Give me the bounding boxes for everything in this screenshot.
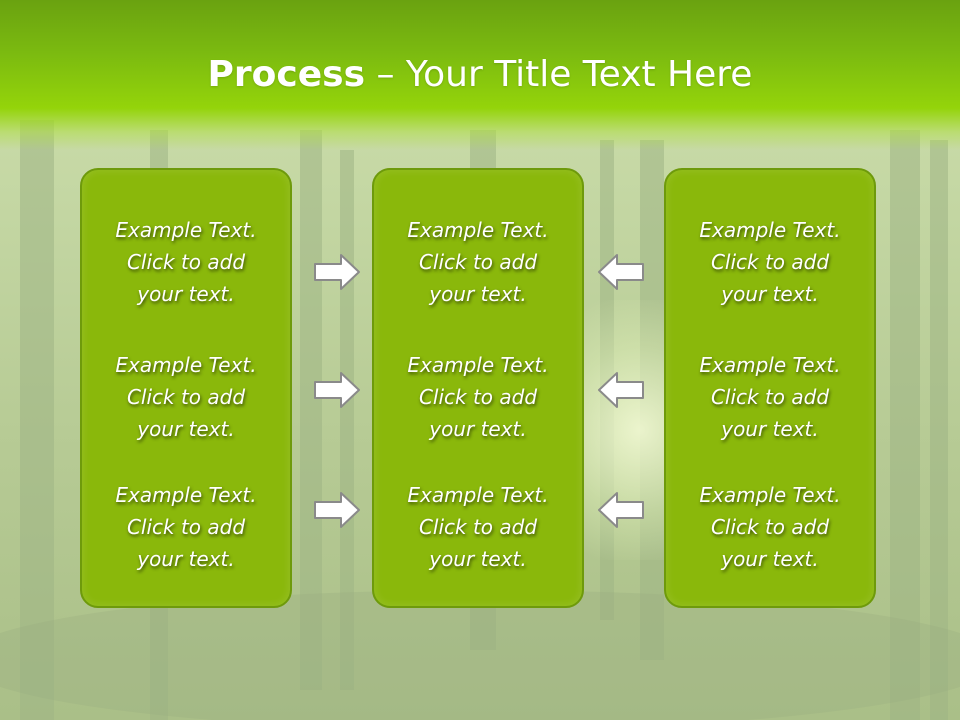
text-line: your text.: [429, 547, 527, 571]
text-line: Click to add: [418, 385, 538, 409]
text-block[interactable]: Example Text. Click to add your text.: [666, 479, 874, 575]
text-line: Example Text.: [115, 353, 257, 377]
right-arrow-icon: [314, 372, 360, 408]
text-line: Example Text.: [699, 353, 841, 377]
text-line: Example Text.: [699, 483, 841, 507]
text-block[interactable]: Example Text. Click to add your text.: [666, 214, 874, 310]
text-line: Example Text.: [407, 353, 549, 377]
process-box-1[interactable]: Example Text. Click to add your text. Ex…: [80, 168, 292, 608]
text-line: your text.: [721, 417, 819, 441]
text-block[interactable]: Example Text. Click to add your text.: [82, 349, 290, 445]
text-line: Click to add: [710, 385, 830, 409]
text-block[interactable]: Example Text. Click to add your text.: [374, 349, 582, 445]
text-line: Example Text.: [407, 483, 549, 507]
text-line: Click to add: [126, 385, 246, 409]
text-line: Click to add: [710, 250, 830, 274]
text-line: Click to add: [710, 515, 830, 539]
text-line: your text.: [721, 282, 819, 306]
text-line: your text.: [137, 282, 235, 306]
text-block[interactable]: Example Text. Click to add your text.: [82, 214, 290, 310]
text-line: Example Text.: [115, 218, 257, 242]
title-bar: [0, 0, 960, 150]
text-line: Example Text.: [699, 218, 841, 242]
text-line: Example Text.: [115, 483, 257, 507]
text-line: Click to add: [418, 515, 538, 539]
process-box-3[interactable]: Example Text. Click to add your text. Ex…: [664, 168, 876, 608]
text-line: your text.: [721, 547, 819, 571]
title-rest: – Your Title Text Here: [365, 54, 753, 95]
right-arrow-icon: [314, 492, 360, 528]
text-line: your text.: [429, 282, 527, 306]
text-line: Example Text.: [407, 218, 549, 242]
title-bold: Process: [207, 54, 366, 95]
text-line: Click to add: [126, 515, 246, 539]
text-line: Click to add: [418, 250, 538, 274]
text-block[interactable]: Example Text. Click to add your text.: [82, 479, 290, 575]
process-box-2[interactable]: Example Text. Click to add your text. Ex…: [372, 168, 584, 608]
text-block[interactable]: Example Text. Click to add your text.: [666, 349, 874, 445]
left-arrow-icon: [598, 372, 644, 408]
text-block[interactable]: Example Text. Click to add your text.: [374, 479, 582, 575]
slide-title[interactable]: Process – Your Title Text Here: [0, 52, 960, 98]
text-line: your text.: [137, 547, 235, 571]
text-line: Click to add: [126, 250, 246, 274]
text-block[interactable]: Example Text. Click to add your text.: [374, 214, 582, 310]
left-arrow-icon: [598, 492, 644, 528]
text-line: your text.: [137, 417, 235, 441]
left-arrow-icon: [598, 254, 644, 290]
text-line: your text.: [429, 417, 527, 441]
right-arrow-icon: [314, 254, 360, 290]
